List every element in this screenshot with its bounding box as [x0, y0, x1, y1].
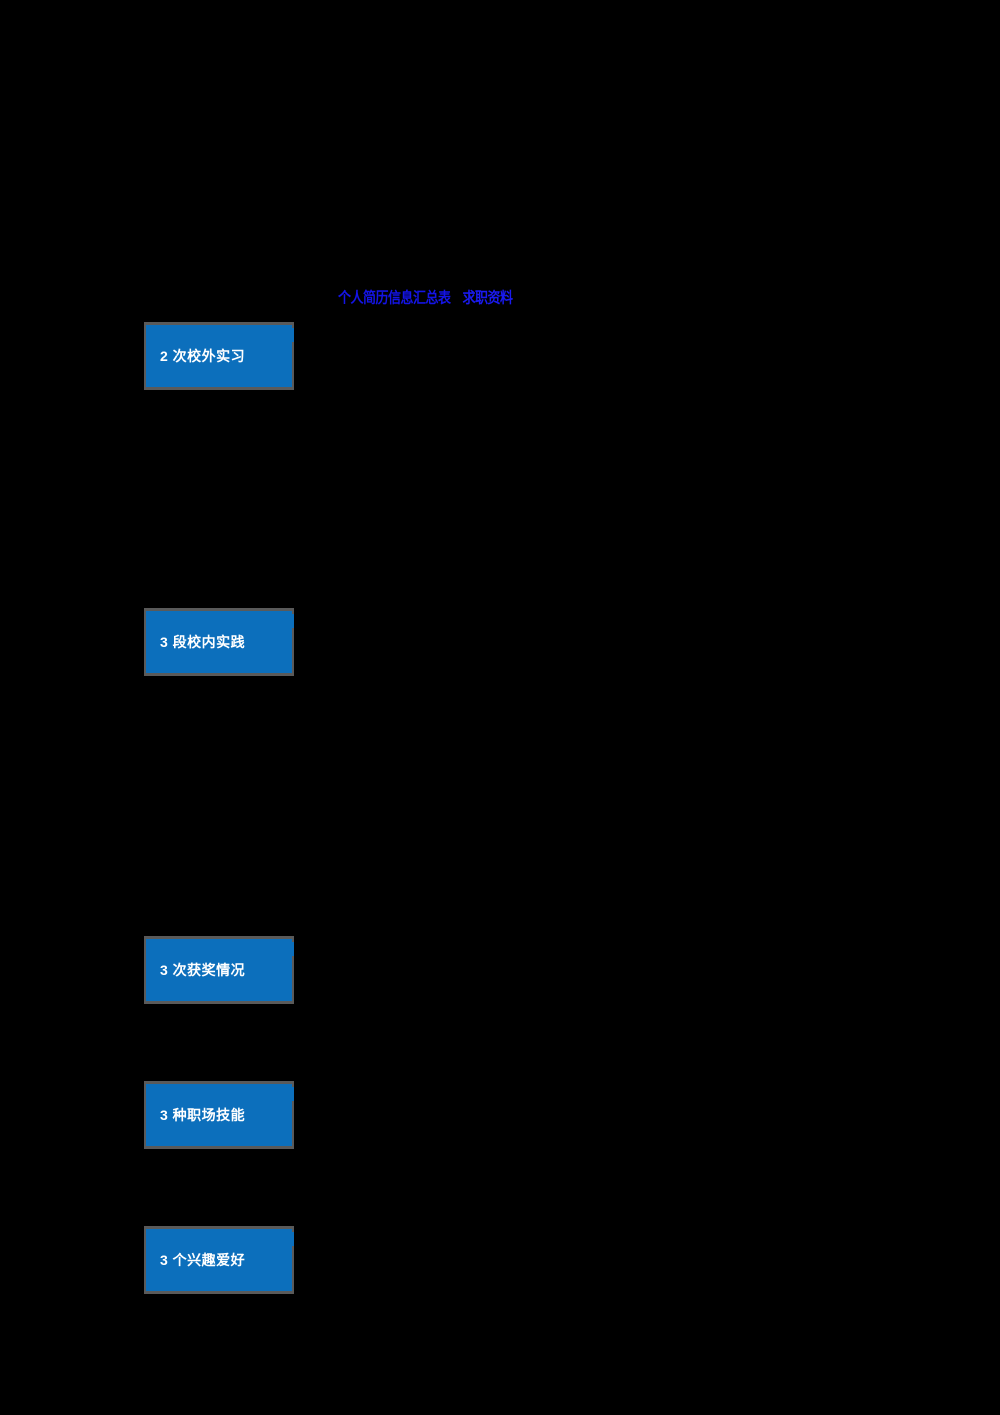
callout-label: 2 次校外实习 [160, 347, 246, 364]
callout-label: 3 次获奖情况 [160, 961, 246, 978]
heading-row: 个人简历信息汇总表 求职资料 [338, 288, 513, 306]
callout-label: 3 段校内实践 [160, 633, 246, 650]
callout-panel: 3 段校内实践 [146, 611, 292, 673]
callout-label: 3 种职场技能 [160, 1106, 246, 1123]
callout-panel: 3 种职场技能 [146, 1084, 292, 1146]
heading-segment-primary: 个人简历信息汇总表 [338, 288, 451, 306]
callout-panel: 3 个兴趣爱好 [146, 1229, 292, 1291]
callout-panel: 3 次获奖情况 [146, 939, 292, 1001]
callout-label: 3 个兴趣爱好 [160, 1251, 246, 1268]
heading-segment-secondary: 求职资料 [462, 288, 514, 306]
callout-panel: 2 次校外实习 [146, 325, 292, 387]
